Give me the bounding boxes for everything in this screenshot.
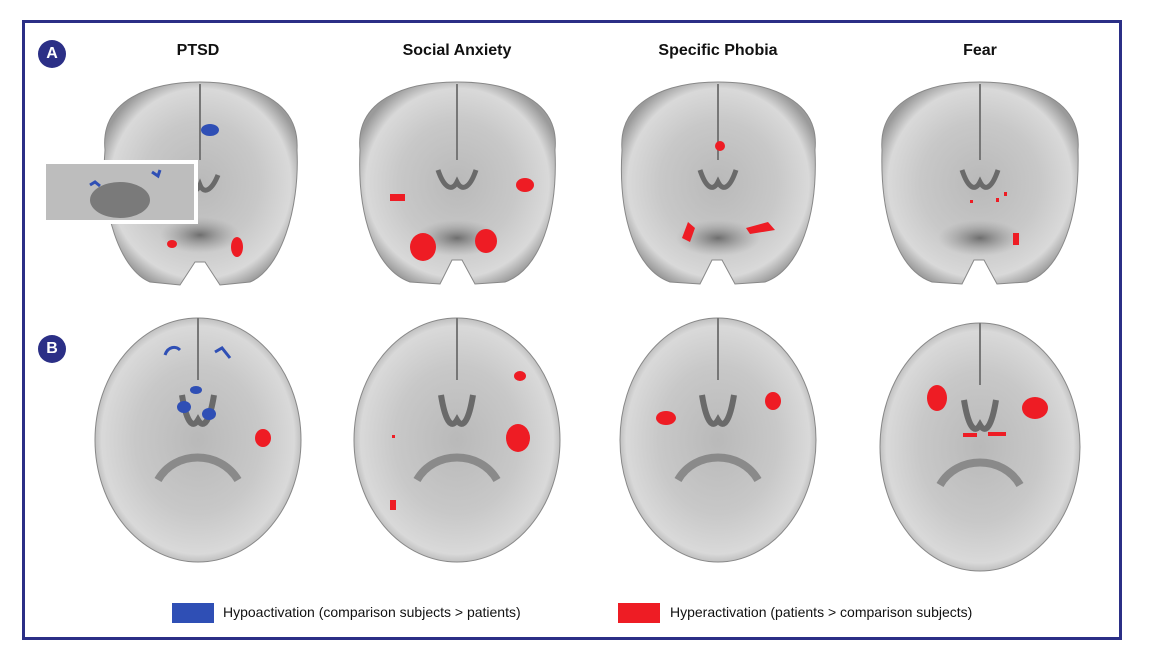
column-title-specific-phobia: Specific Phobia bbox=[658, 42, 778, 59]
legend-hypo-swatch bbox=[172, 603, 214, 623]
panel-b-badge: B bbox=[38, 335, 66, 363]
legend-hyper-swatch bbox=[618, 603, 660, 623]
legend-hypo-label: Hypoactivation (comparison subjects > pa… bbox=[223, 604, 521, 620]
column-title-social-anxiety: Social Anxiety bbox=[402, 42, 512, 59]
coronal-brain-ptsd bbox=[103, 81, 298, 286]
coronal-brain-fear bbox=[881, 81, 1079, 285]
column-title-ptsd: PTSD bbox=[176, 42, 220, 59]
axial-brain-ptsd bbox=[94, 317, 302, 563]
axial-brain-specific-phobia bbox=[619, 317, 817, 563]
ptsd-inset bbox=[42, 160, 198, 224]
axial-brain-fear bbox=[879, 322, 1081, 572]
column-title-fear: Fear bbox=[963, 42, 997, 59]
panel-a-badge: A bbox=[38, 40, 66, 68]
coronal-brain-social-anxiety bbox=[359, 81, 556, 285]
legend-hyper-label: Hyperactivation (patients > comparison s… bbox=[670, 604, 973, 620]
coronal-brain-specific-phobia bbox=[620, 81, 816, 285]
axial-brain-social-anxiety bbox=[353, 317, 561, 563]
